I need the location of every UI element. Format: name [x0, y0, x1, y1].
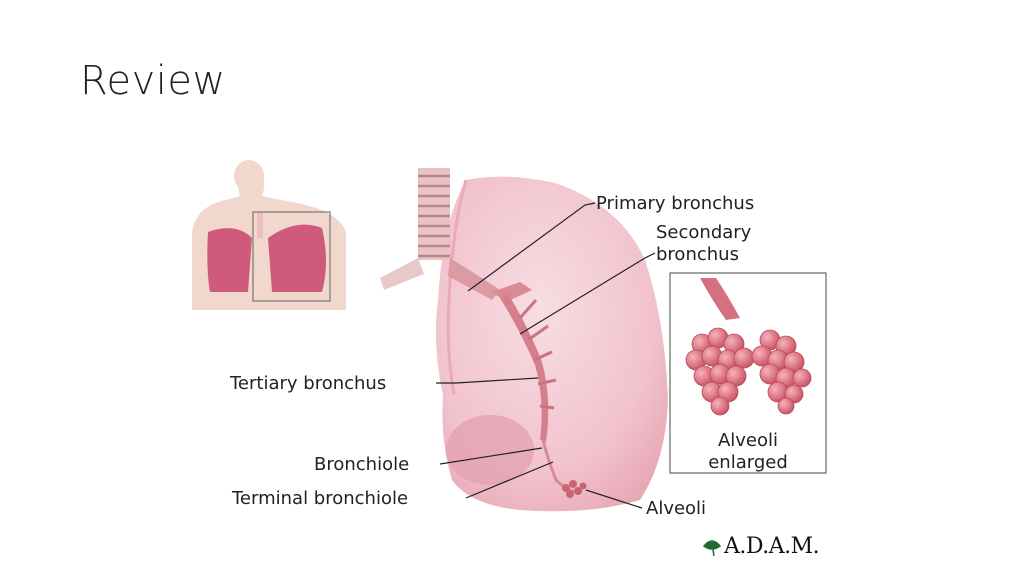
inset-caption-line1: Alveoli [718, 430, 778, 451]
leader-bronchiole [439, 447, 543, 465]
leader-lines [436, 202, 656, 509]
leader-alveoli [585, 489, 643, 509]
adam-logo: A.D.A.M. [702, 534, 820, 559]
leader-tertiary-bronchus [436, 377, 539, 384]
label-bronchiole: Bronchiole [314, 454, 409, 475]
leaf-icon [702, 540, 722, 557]
airway-tree [380, 168, 587, 498]
label-secondary-bronchus-line1: Secondary [656, 222, 752, 243]
thumb-highlight-box [252, 211, 331, 302]
label-secondary-bronchus-line2: bronchus [656, 244, 739, 265]
leader-secondary-bronchus [519, 252, 656, 335]
slide-title: Review [80, 58, 226, 104]
label-alveoli: Alveoli [646, 498, 706, 519]
leader-terminal-bronchiole [465, 461, 554, 499]
torso-thumbnail [192, 160, 346, 310]
label-terminal-bronchiole: Terminal bronchiole [231, 488, 408, 509]
thumb-left-lung [207, 228, 252, 292]
credit-text: A.D.A.M. [723, 534, 819, 559]
thumb-right-lung [268, 224, 326, 292]
lung-illustration [435, 176, 668, 512]
label-primary-bronchus: Primary bronchus [596, 193, 754, 214]
inset-caption-line2: enlarged [708, 452, 788, 473]
leader-primary-bronchus [467, 202, 596, 292]
label-tertiary-bronchus: Tertiary bronchus [229, 373, 386, 394]
alveoli-inset: Alveoli enlarged [669, 272, 827, 474]
